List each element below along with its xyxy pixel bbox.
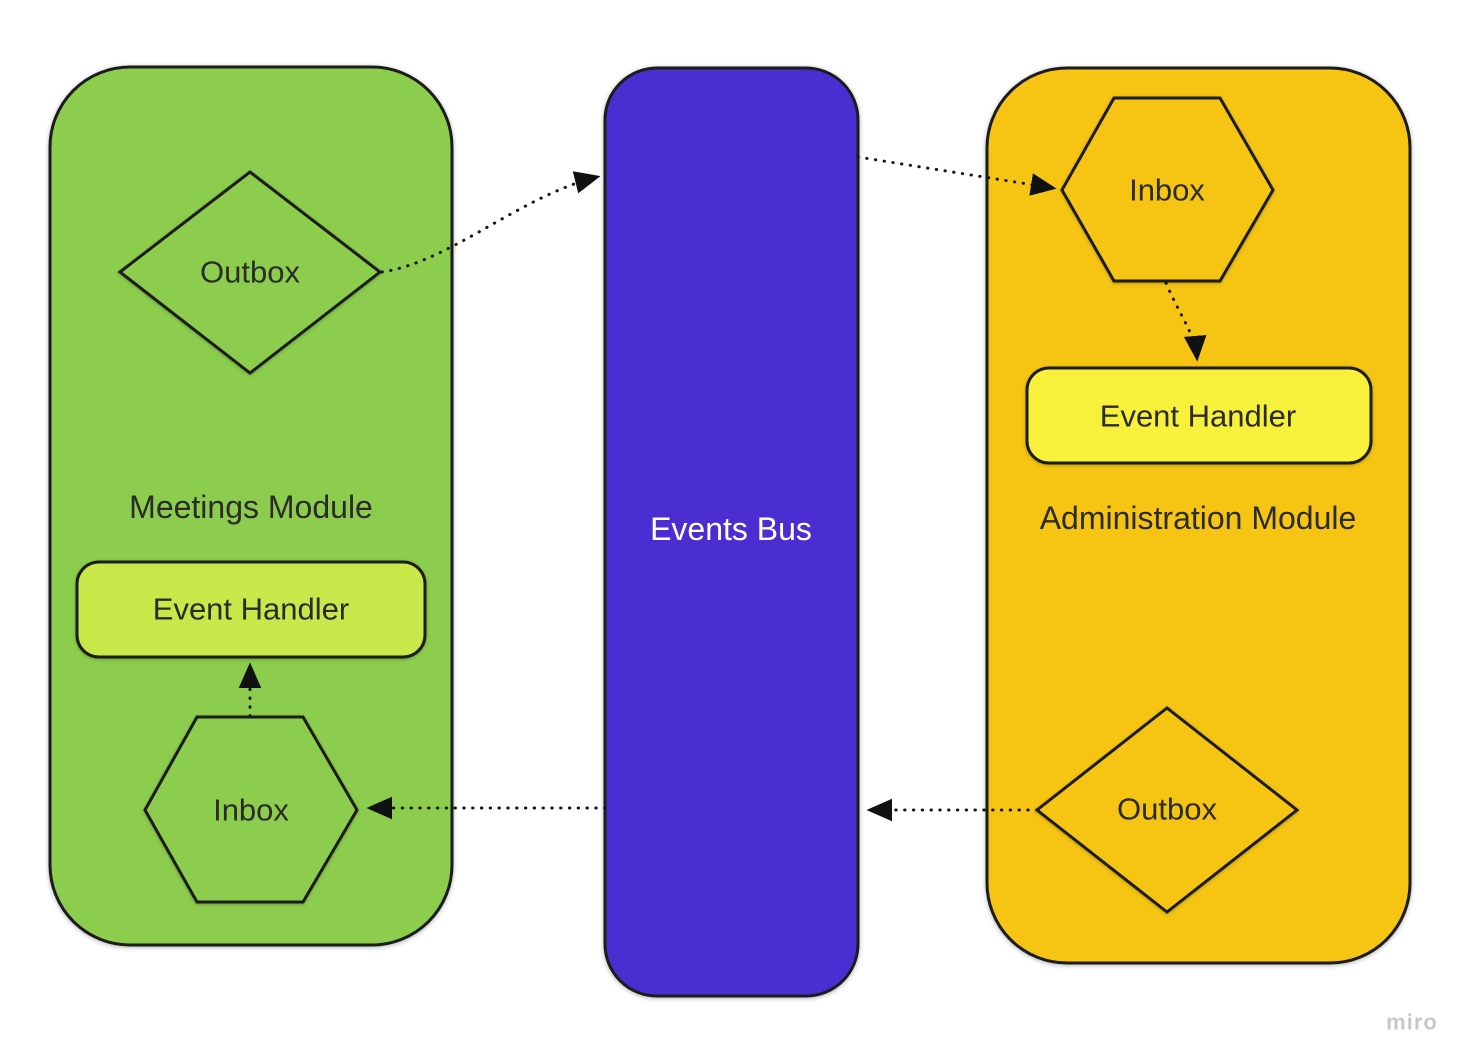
administration-event-handler-shape[interactable] [1025, 366, 1373, 465]
meetings-inbox-hexagon[interactable] [143, 715, 359, 904]
administration-inbox-label: Inbox [1129, 173, 1205, 208]
meetings-event-handler-label: Event Handler [153, 592, 349, 627]
administration-outbox-label: Outbox [1117, 792, 1217, 827]
administration-event-handler-label: Event Handler [1100, 399, 1296, 434]
meetings-outbox-diamond[interactable] [117, 170, 383, 375]
meetings-outbox-label: Outbox [200, 255, 300, 290]
administration-outbox-diamond[interactable] [1034, 706, 1300, 914]
administration-module-shape[interactable] [985, 66, 1412, 965]
administration-module-title: Administration Module [1040, 500, 1357, 536]
connector-administration-inbox-to-event-handler[interactable] [1164, 281, 1207, 362]
events-bus-shape[interactable] [603, 66, 860, 998]
administration-inbox-hexagon[interactable] [1060, 96, 1275, 283]
events-bus-title: Events Bus [650, 511, 812, 547]
meetings-inbox-label: Inbox [213, 793, 289, 828]
meetings-event-handler-shape[interactable] [75, 560, 427, 659]
meetings-module-title: Meetings Module [129, 489, 373, 525]
miro-watermark: miro [1386, 1010, 1438, 1035]
connector-meetings-outbox-to-events-bus[interactable] [380, 171, 601, 274]
